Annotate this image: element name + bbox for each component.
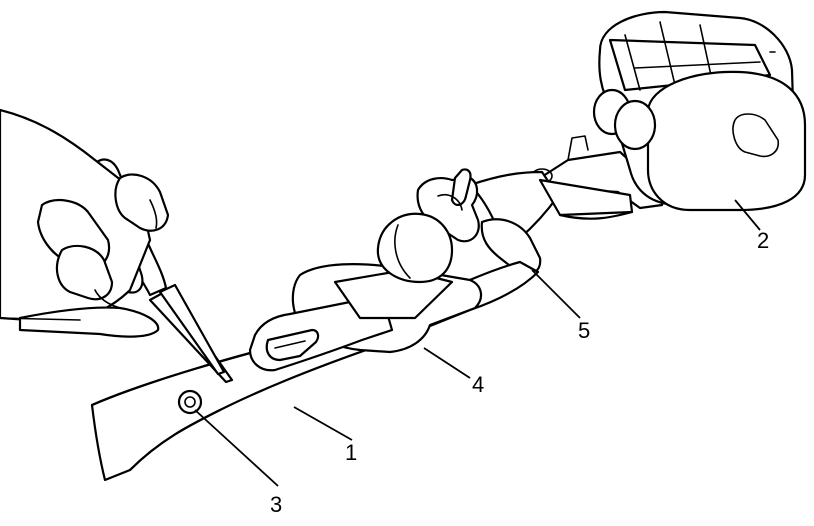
callout-2: 2	[757, 228, 769, 253]
hand-with-scissors	[0, 108, 234, 384]
webbing-guide	[416, 168, 542, 276]
leader-line-3	[194, 409, 279, 487]
upper-webbing	[468, 170, 634, 240]
leader-line-2	[734, 199, 761, 231]
retractor	[531, 10, 807, 212]
anchor-hole	[177, 389, 203, 415]
callout-3: 3	[270, 492, 282, 517]
leader-line-1	[293, 406, 353, 441]
callout-4: 4	[472, 372, 484, 397]
tongue-plate	[248, 263, 483, 372]
leader-line-5	[531, 269, 581, 319]
belt-stopper	[376, 212, 454, 284]
callout-5: 5	[578, 318, 590, 343]
leader-line-4	[423, 347, 471, 379]
callout-1: 1	[345, 440, 357, 465]
